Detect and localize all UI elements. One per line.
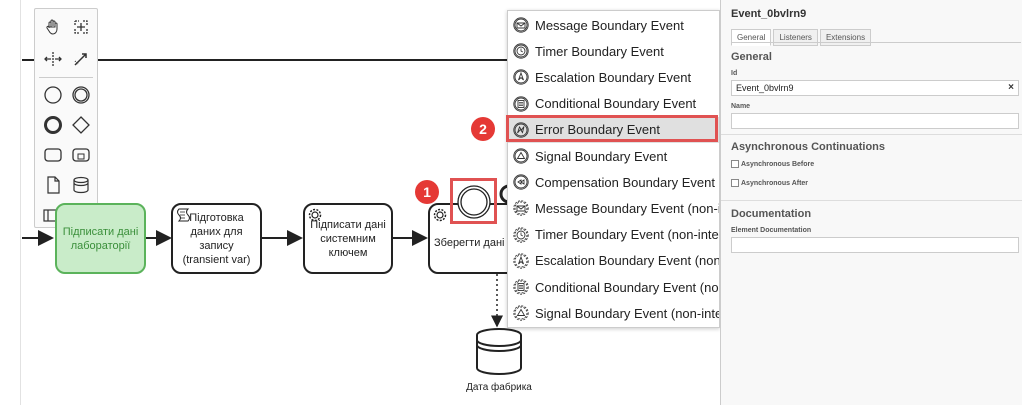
id-label: Id xyxy=(731,70,738,77)
id-value: Event_0bvlrn9 xyxy=(736,83,794,93)
task-sign-system-key[interactable]: Підписати дані системним ключем xyxy=(303,203,393,274)
menu-item-label: Signal Boundary Event xyxy=(535,148,668,164)
signal-boundary-event-icon xyxy=(513,305,529,321)
data-store-icon[interactable] xyxy=(69,173,93,197)
menu-item-label: Message Boundary Event xyxy=(535,17,684,33)
error-boundary-event-icon xyxy=(513,122,529,138)
general-section-header: General xyxy=(731,51,772,63)
menu-item-escalation-boundary-event[interactable]: Escalation Boundary Event xyxy=(508,64,719,90)
properties-panel: Event_0bvlrn9 General Listeners Extensio… xyxy=(720,0,1022,405)
async-before-row: Asynchronous Before xyxy=(731,160,814,168)
service-gear-icon xyxy=(433,208,447,222)
timer-boundary-event-icon xyxy=(513,43,529,59)
element-documentation-field[interactable] xyxy=(731,237,1019,253)
menu-item-timer-boundary-event-non-interrupting[interactable]: Timer Boundary Event (non-interrupting) xyxy=(508,222,719,248)
tab-listeners[interactable]: Listeners xyxy=(773,29,818,46)
conditional-boundary-event-icon xyxy=(513,95,529,112)
diagram-canvas[interactable]: Підписати дані лабораторії Підготовка да… xyxy=(0,0,720,405)
menu-item-label: Timer Boundary Event xyxy=(535,43,664,59)
menu-item-signal-boundary-event-non-interrupting[interactable]: Signal Boundary Event (non-interrupting) xyxy=(508,300,720,326)
signal-boundary-event-icon xyxy=(513,148,529,164)
menu-item-timer-boundary-event[interactable]: Timer Boundary Event xyxy=(508,38,719,64)
element-documentation-label: Element Documentation xyxy=(731,227,812,234)
menu-item-label: Conditional Boundary Event (non-interrup… xyxy=(535,279,719,295)
panel-tabs: General Listeners Extensions xyxy=(731,29,872,46)
async-before-checkbox[interactable] xyxy=(731,160,739,168)
service-gear-icon xyxy=(308,208,322,222)
menu-item-signal-boundary-event[interactable]: Signal Boundary Event xyxy=(508,143,719,169)
tab-general[interactable]: General xyxy=(731,29,772,46)
boundary-event-highlight xyxy=(450,178,497,224)
gateway-icon[interactable] xyxy=(69,113,93,137)
script-icon xyxy=(177,208,190,222)
escalation-boundary-event-icon xyxy=(513,69,529,86)
task-label: Підписати дані лабораторії xyxy=(62,225,139,252)
menu-item-label: Error Boundary Event xyxy=(535,122,661,138)
compensation-boundary-event-icon xyxy=(513,174,529,190)
task-prepare-data[interactable]: Підготовка даних для запису (transient v… xyxy=(171,203,262,274)
panel-title: Event_0bvlrn9 xyxy=(731,8,807,20)
async-after-label: Asynchronous After xyxy=(741,179,809,187)
message-boundary-event-icon xyxy=(513,17,529,33)
data-store-shape[interactable] xyxy=(474,328,524,378)
subprocess-icon[interactable] xyxy=(69,143,93,167)
async-section-header: Asynchronous Continuations xyxy=(731,141,885,153)
timer-boundary-event-icon xyxy=(513,226,529,243)
intermediate-event-icon[interactable] xyxy=(69,83,93,107)
menu-item-conditional-boundary-event-non-interrupting[interactable]: Conditional Boundary Event (non-interrup… xyxy=(508,274,719,300)
task-label: Підготовка даних для запису (transient v… xyxy=(182,211,251,266)
menu-item-label: Message Boundary Event (non-interrupting… xyxy=(535,200,720,216)
message-boundary-event-icon xyxy=(513,200,529,217)
tool-palette xyxy=(34,8,98,228)
menu-selection-highlight xyxy=(506,115,718,142)
data-store-label: Дата фабрика xyxy=(466,382,532,393)
task-icon[interactable] xyxy=(41,143,65,167)
task-sign-lab-data[interactable]: Підписати дані лабораторії xyxy=(55,203,146,274)
step-badge-2: 2 xyxy=(471,117,495,141)
global-connect-tool-icon[interactable] xyxy=(69,47,93,71)
section-divider xyxy=(721,134,1022,135)
clear-id-icon[interactable]: × xyxy=(1008,82,1014,93)
data-object-icon[interactable] xyxy=(41,173,65,197)
menu-item-message-boundary-event-non-interrupting[interactable]: Message Boundary Event (non-interrupting… xyxy=(508,195,720,221)
menu-item-label: Compensation Boundary Event xyxy=(535,174,715,190)
name-field[interactable] xyxy=(731,113,1019,129)
menu-item-label: Escalation Boundary Event (non-interrupt… xyxy=(535,253,720,269)
tab-extensions[interactable]: Extensions xyxy=(819,29,872,46)
async-before-label: Asynchronous Before xyxy=(741,160,815,168)
hand-tool-icon[interactable] xyxy=(41,15,65,39)
menu-item-message-boundary-event[interactable]: Message Boundary Event xyxy=(508,12,719,38)
async-after-row: Asynchronous After xyxy=(731,179,808,187)
end-event-icon[interactable] xyxy=(41,113,65,137)
lasso-tool-icon[interactable] xyxy=(69,15,93,39)
sequence-flows xyxy=(22,59,510,328)
boundary-event-shape[interactable] xyxy=(456,184,492,220)
documentation-section-header: Documentation xyxy=(731,208,812,220)
menu-item-label: Signal Boundary Event (non-interrupting) xyxy=(535,305,720,321)
menu-item-error-boundary-event[interactable]: Error Boundary Event xyxy=(508,116,719,143)
menu-item-compensation-boundary-event[interactable]: Compensation Boundary Event xyxy=(508,169,719,195)
conditional-boundary-event-icon xyxy=(513,279,529,295)
escalation-boundary-event-icon xyxy=(513,253,529,269)
start-event-icon[interactable] xyxy=(41,83,65,107)
menu-item-label: Escalation Boundary Event xyxy=(535,69,692,85)
space-tool-icon[interactable] xyxy=(41,47,65,71)
menu-item-conditional-boundary-event[interactable]: Conditional Boundary Event xyxy=(508,91,719,117)
menu-item-label: Conditional Boundary Event xyxy=(535,96,697,112)
name-label: Name xyxy=(731,103,751,110)
palette-separator xyxy=(39,77,93,78)
tabs-divider xyxy=(731,42,1021,43)
menu-item-escalation-boundary-event-non-interrupting[interactable]: Escalation Boundary Event (non-interrupt… xyxy=(508,248,720,274)
id-field[interactable]: Event_0bvlrn9 × xyxy=(731,80,1019,96)
async-after-checkbox[interactable] xyxy=(731,179,739,187)
section-divider xyxy=(721,200,1022,201)
task-label: Підписати дані системним ключем xyxy=(310,218,386,259)
menu-item-label: Timer Boundary Event (non-interrupting) xyxy=(535,227,719,243)
canvas-left-border xyxy=(20,0,21,405)
step-badge-1: 1 xyxy=(415,180,439,204)
